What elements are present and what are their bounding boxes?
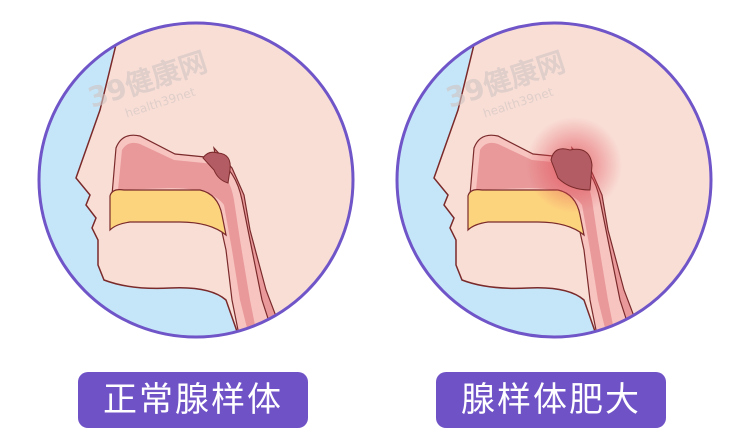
adenoid-normal bbox=[202, 151, 231, 184]
panel-normal bbox=[39, 23, 353, 337]
circle-frame-normal bbox=[37, 21, 355, 339]
label-enlarged: 腺样体肥大 bbox=[436, 372, 666, 428]
adenoid-enlarged bbox=[550, 148, 593, 191]
label-normal: 正常腺样体 bbox=[78, 372, 308, 428]
circle-frame-enlarged bbox=[395, 21, 713, 339]
panel-enlarged bbox=[395, 21, 713, 339]
